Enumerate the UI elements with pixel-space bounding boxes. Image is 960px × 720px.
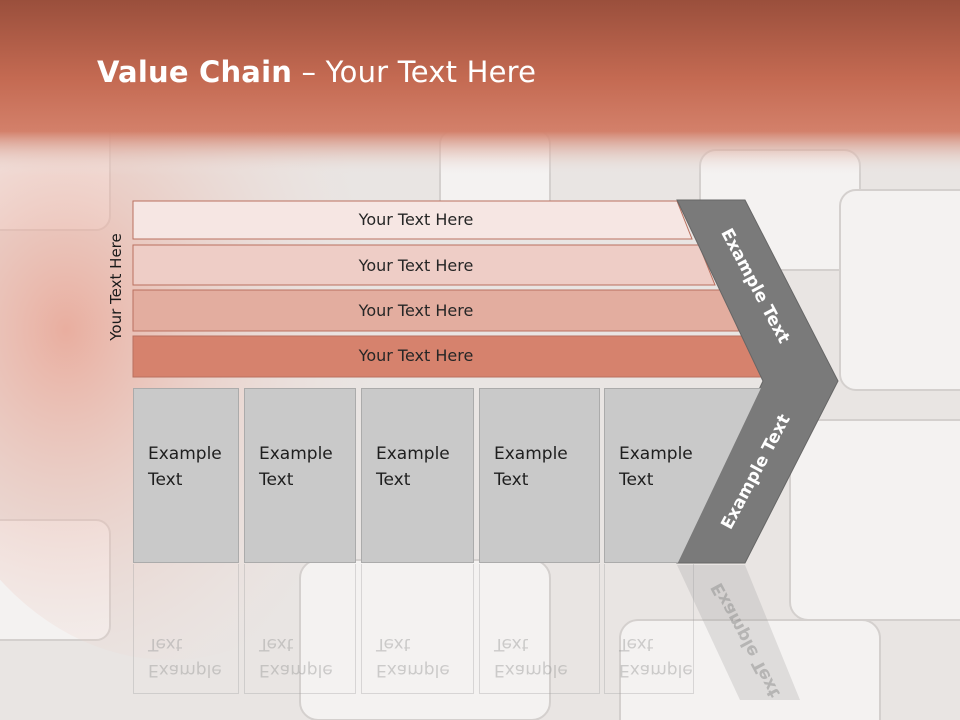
row-label-3: Your Text Here [358,301,474,320]
column-1-line2: Text [148,470,183,490]
chevron-shape [676,199,839,564]
column-4-reflection-text: Example Text [494,631,568,683]
column-2-line2: Text [259,470,294,490]
column-2-reflection: Example Text [244,564,356,694]
column-2: Example Text [244,388,356,563]
column-3-text: Example Text [376,441,450,493]
row-band-2 [132,244,716,286]
column-4-line1: Example [494,444,568,464]
reflection-line2: Text [148,634,183,654]
reflection-line2: Text [376,634,411,654]
reflection-line1: Example [148,660,222,680]
title-bold: Value Chain [97,55,293,89]
reflection-line2: Text [619,634,654,654]
column-2-line1: Example [259,444,333,464]
column-1-reflection: Example Text [133,564,239,694]
column-3-line2: Text [376,470,411,490]
column-3: Example Text [361,388,474,563]
row-label-1: Your Text Here [358,210,474,229]
reflection-line2: Text [494,634,529,654]
column-3-line1: Example [376,444,450,464]
column-1-text: Example Text [148,441,222,493]
column-2-text: Example Text [259,441,333,493]
column-4-reflection: Example Text [479,564,600,694]
column-4: Example Text [479,388,600,563]
column-4-text: Example Text [494,441,568,493]
reflection-line1: Example [619,660,693,680]
reflection-line1: Example [376,660,450,680]
column-1: Example Text [133,388,239,563]
title-rest: – Your Text Here [292,55,537,89]
column-5-text: Example Text [619,441,693,493]
column-4-line2: Text [494,470,529,490]
reflection-line1: Example [494,660,568,680]
reflection-line1: Example [259,660,333,680]
column-2-reflection-text: Example Text [259,631,333,683]
column-5-line1: Example [619,444,693,464]
chevron-reflection [677,565,800,700]
row-label-2: Your Text Here [358,256,474,275]
column-3-reflection: Example Text [361,564,474,694]
column-3-reflection-text: Example Text [376,631,450,683]
column-1-reflection-text: Example Text [148,631,222,683]
row-band-1 [132,200,693,240]
column-1-line1: Example [148,444,222,464]
reflection-line2: Text [259,634,294,654]
column-5-line2: Text [619,470,654,490]
column-5-reflection-text: Example Text [619,631,693,683]
row-label-4: Your Text Here [358,346,474,365]
column-5-reflection: Example Text [604,564,694,694]
slide-title: Value Chain – Your Text Here [97,55,536,89]
